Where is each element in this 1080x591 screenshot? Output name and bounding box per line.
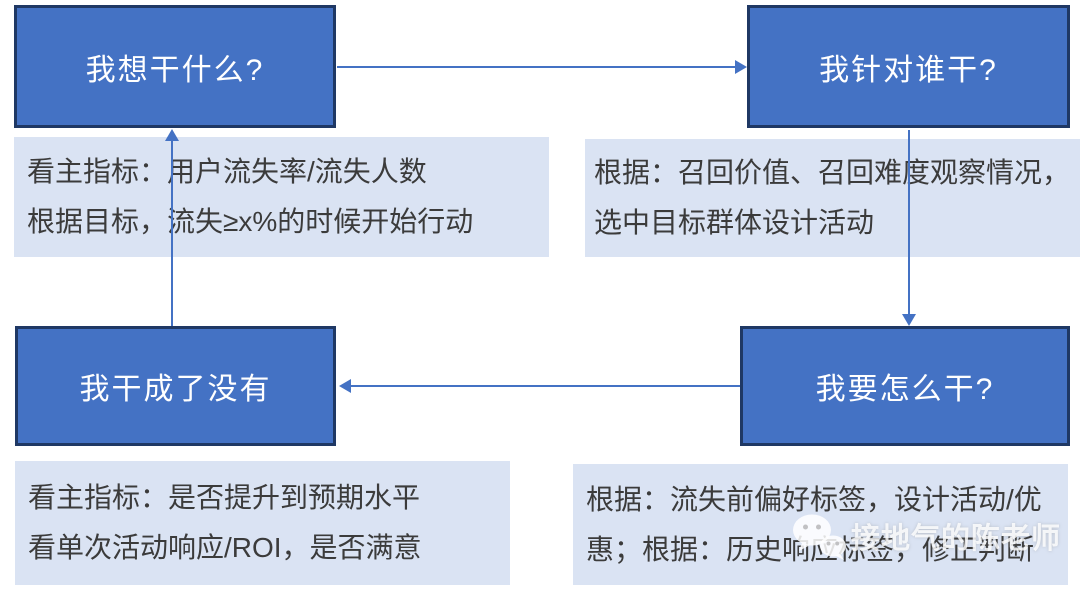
note-line: 看单次活动响应/ROI，是否满意 [28, 532, 422, 563]
note-line: 根据：流失前偏好标签，设计活动/优 [586, 483, 1042, 515]
arrow-goal-to-target-line [337, 66, 736, 68]
note-line: 选中目标群体设计活动 [594, 207, 875, 238]
arrow-method-to-result-line [351, 385, 740, 387]
arrow-target-to-method-line [908, 130, 910, 315]
note-goal: 看主指标：用户流失率/流失人数 根据目标，流失≥x%的时候开始行动 [14, 137, 549, 257]
note-result: 看主指标：是否提升到预期水平 看单次活动响应/ROI，是否满意 [15, 461, 510, 585]
note-method: 根据：流失前偏好标签，设计活动/优 惠；根据：历史响应标签，修正判断 [573, 464, 1068, 585]
arrow-result-to-goal-line [171, 141, 173, 326]
note-target: 根据：召回价值、召回难度观察情况， 选中目标群体设计活动 [585, 139, 1080, 257]
node-label: 我针对谁干? [819, 53, 998, 87]
arrowhead-up-icon [165, 129, 179, 141]
note-line: 根据目标，流失≥x%的时候开始行动 [27, 206, 474, 237]
note-line: 看主指标：用户流失率/流失人数 [27, 156, 427, 187]
node-method: 我要怎么干? [740, 326, 1070, 446]
arrowhead-right-icon [735, 60, 747, 74]
node-label: 我干成了没有 [79, 373, 272, 406]
arrowhead-left-icon [339, 379, 351, 393]
node-result: 我干成了没有 [15, 326, 336, 446]
note-line: 根据：召回价值、召回难度观察情况， [594, 157, 1071, 188]
arrowhead-down-icon [902, 314, 916, 326]
node-label: 我想干什么? [85, 53, 265, 87]
note-line: 看主指标：是否提升到预期水平 [28, 482, 421, 513]
node-label: 我要怎么干? [815, 373, 995, 406]
node-goal: 我想干什么? [14, 5, 336, 128]
note-line: 惠；根据：历史响应标签，修正判断 [586, 533, 1035, 565]
node-target: 我针对谁干? [747, 5, 1070, 128]
